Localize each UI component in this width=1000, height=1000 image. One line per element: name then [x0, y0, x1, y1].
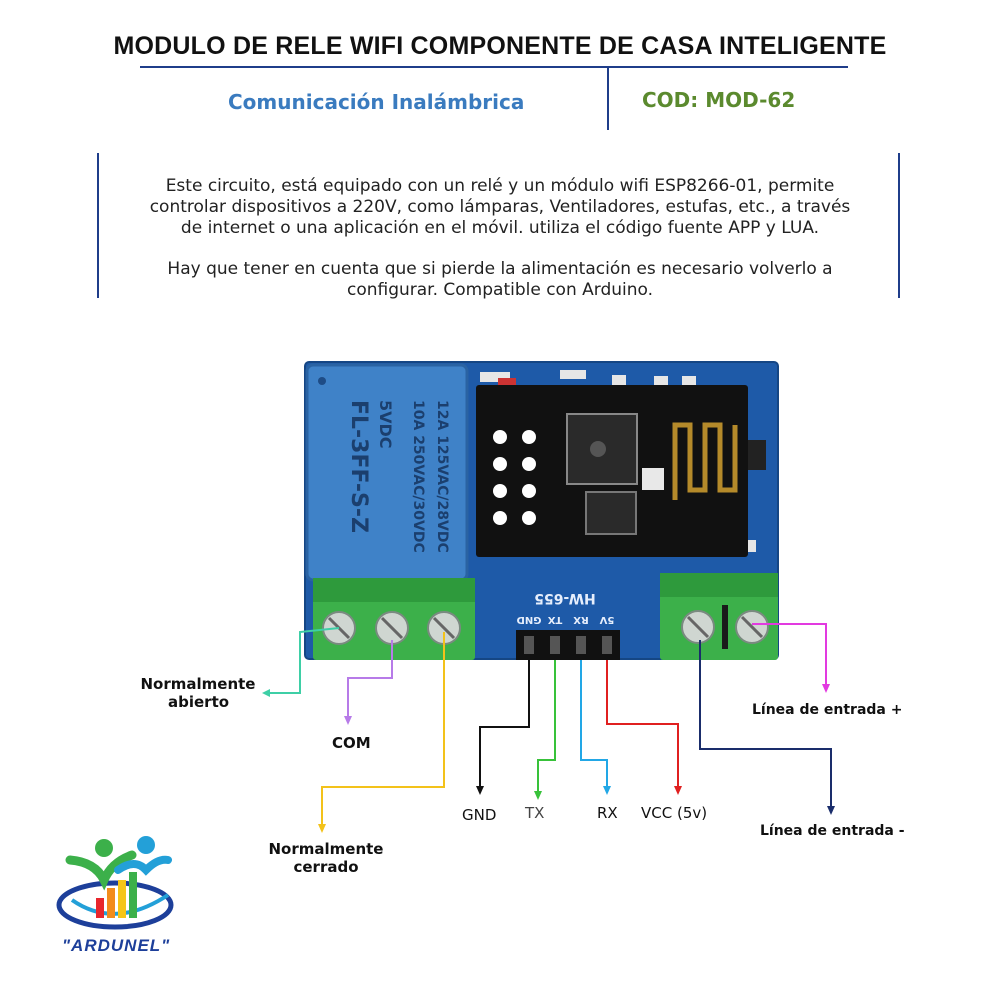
description-line: configurar. Compatible con Arduino. [346, 280, 654, 300]
wire-line-plus [752, 623, 827, 688]
relay [307, 365, 467, 580]
wire-vcc [606, 660, 679, 790]
product-code: COD: MOD-62 [642, 88, 796, 112]
label-normally-closed-line1: Normalmente [268, 840, 384, 858]
wire-com [347, 640, 393, 720]
label-normally-closed: Normalmente cerrado [266, 840, 386, 876]
description-line: de internet o una aplicación en el móvil… [180, 218, 820, 238]
smd-chip [744, 440, 766, 470]
logo-text: "ARDUNEL" [62, 936, 171, 955]
board-model-label: HW-655 [534, 590, 596, 606]
wire-rx [580, 660, 608, 790]
label-normally-closed-line2: cerrado [293, 858, 359, 876]
esp-header-pins [493, 430, 536, 525]
description-paragraph-2: Hay que tener en cuenta que si pierde la… [108, 259, 892, 301]
description-line: controlar dispositivos a 220V, como lámp… [149, 197, 851, 217]
ardunel-logo [56, 836, 174, 930]
label-tx: TX [525, 804, 545, 822]
relay-rating-text-2: 12A 125VAC/28VDC [434, 400, 450, 553]
relay-model-text: FL-3FF-S-Z [346, 400, 371, 533]
wire-line-minus [699, 640, 832, 810]
smd-component [560, 370, 586, 379]
relay-rating-text: 10A 250VAC/30VDC [410, 400, 426, 553]
label-normally-open-line2: abierto [168, 693, 230, 711]
smd-component [612, 375, 626, 385]
smd-component [654, 376, 668, 386]
pin-label-rx: RX [573, 614, 589, 625]
label-normally-open: Normalmente abierto [138, 675, 258, 711]
wire-tx [537, 660, 556, 795]
led [498, 378, 516, 386]
label-vcc: VCC (5v) [641, 804, 708, 822]
label-line-minus: Línea de entrada - [760, 823, 905, 839]
page-title: MODULO DE RELE WIFI COMPONENTE DE CASA I… [113, 32, 887, 60]
header-vertical-divider [607, 68, 609, 130]
terminal-screws-right [681, 610, 769, 644]
wire-normally-open [265, 627, 340, 694]
description-line: Este circuito, está equipado con un relé… [165, 176, 835, 196]
crystal [642, 468, 664, 490]
label-com: COM [332, 734, 371, 752]
description-paragraph-1: Este circuito, está equipado con un relé… [108, 176, 892, 239]
relay-voltage-text: 5VDC [376, 400, 395, 449]
pcb-antenna [672, 422, 738, 500]
wire-normally-closed [321, 632, 445, 828]
wire-gnd [479, 660, 530, 790]
subtitle: Comunicación Inalámbrica [228, 90, 525, 114]
label-line-plus: Línea de entrada + [752, 702, 903, 718]
flash-chip [585, 491, 637, 535]
description-right-bar [898, 153, 900, 298]
label-normally-open-line1: Normalmente [140, 675, 256, 693]
smd-component [682, 376, 696, 386]
pin-label-5v: 5V [599, 614, 614, 625]
label-rx: RX [597, 804, 618, 822]
label-gnd: GND [462, 806, 497, 824]
pin-label-gnd: GND [517, 614, 542, 625]
terminal-screws-left [322, 611, 461, 645]
header-divider [140, 66, 848, 68]
description-line: Hay que tener en cuenta que si pierde la… [167, 259, 833, 279]
pin-label-tx: TX [547, 614, 562, 625]
smd-component [480, 372, 510, 382]
description-left-bar [97, 153, 99, 298]
